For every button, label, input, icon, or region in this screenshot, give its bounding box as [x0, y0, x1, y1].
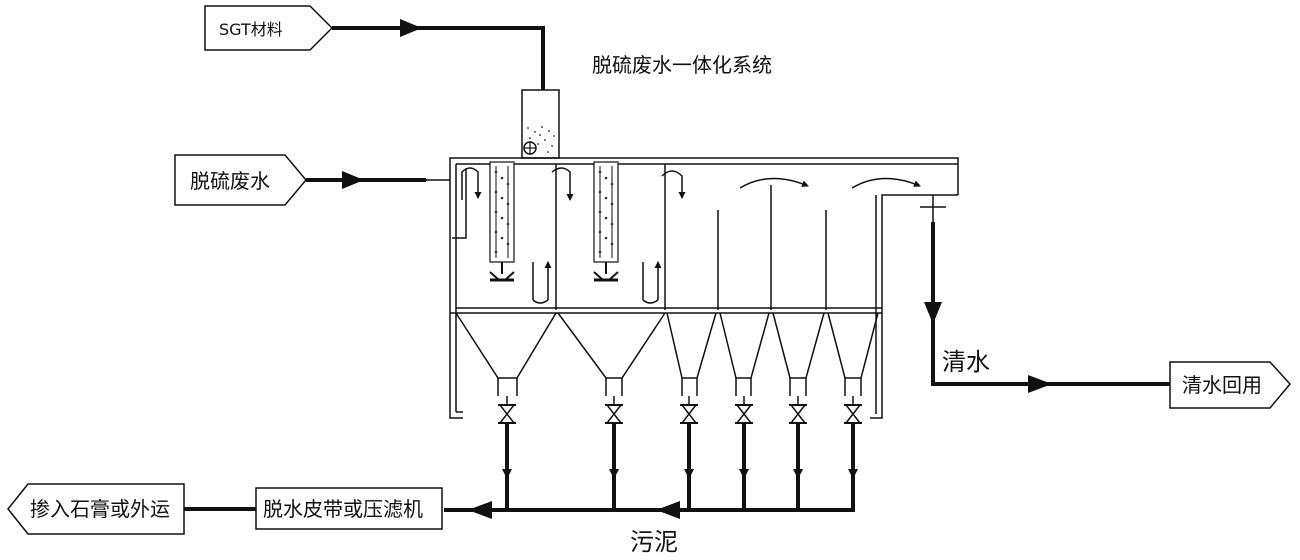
sludge-flow-arrow-icon — [656, 501, 680, 519]
clear-water-reuse-label: 清水回用 — [1182, 373, 1262, 397]
sgt-feed-arrow-icon — [400, 19, 422, 37]
wastewater-input-box — [174, 154, 307, 206]
integrated-tank — [449, 157, 959, 419]
dewatering-box — [255, 487, 443, 530]
reaction-column-1 — [488, 161, 516, 282]
diagram-title: 脱硫废水一体化系统 — [592, 53, 772, 77]
disposal-box — [7, 483, 185, 535]
clear-water-reuse-box — [1169, 361, 1291, 409]
clear-water-label: 清水 — [942, 348, 990, 376]
dewatering-label: 脱水皮带或压滤机 — [263, 497, 423, 521]
clear-water-down-arrow-icon — [924, 302, 942, 324]
sludge-label: 污泥 — [630, 528, 678, 556]
clear-water-right-arrow-icon — [1028, 375, 1052, 393]
wastewater-feed-arrow-icon — [342, 171, 364, 189]
clear-water-line — [931, 222, 1170, 386]
sgt-material-label: SGT材料 — [219, 20, 283, 39]
sludge-to-press-arrow-icon — [468, 501, 492, 519]
disposal-label: 掺入石膏或外运 — [30, 497, 170, 521]
sludge-collection-lines — [444, 423, 858, 512]
wastewater-input-label: 脱硫废水 — [190, 169, 270, 193]
sgt-material-box — [204, 5, 334, 51]
sludge-valves — [497, 396, 863, 424]
internal-flow-arrows — [461, 167, 921, 304]
reaction-column-2 — [592, 161, 620, 282]
